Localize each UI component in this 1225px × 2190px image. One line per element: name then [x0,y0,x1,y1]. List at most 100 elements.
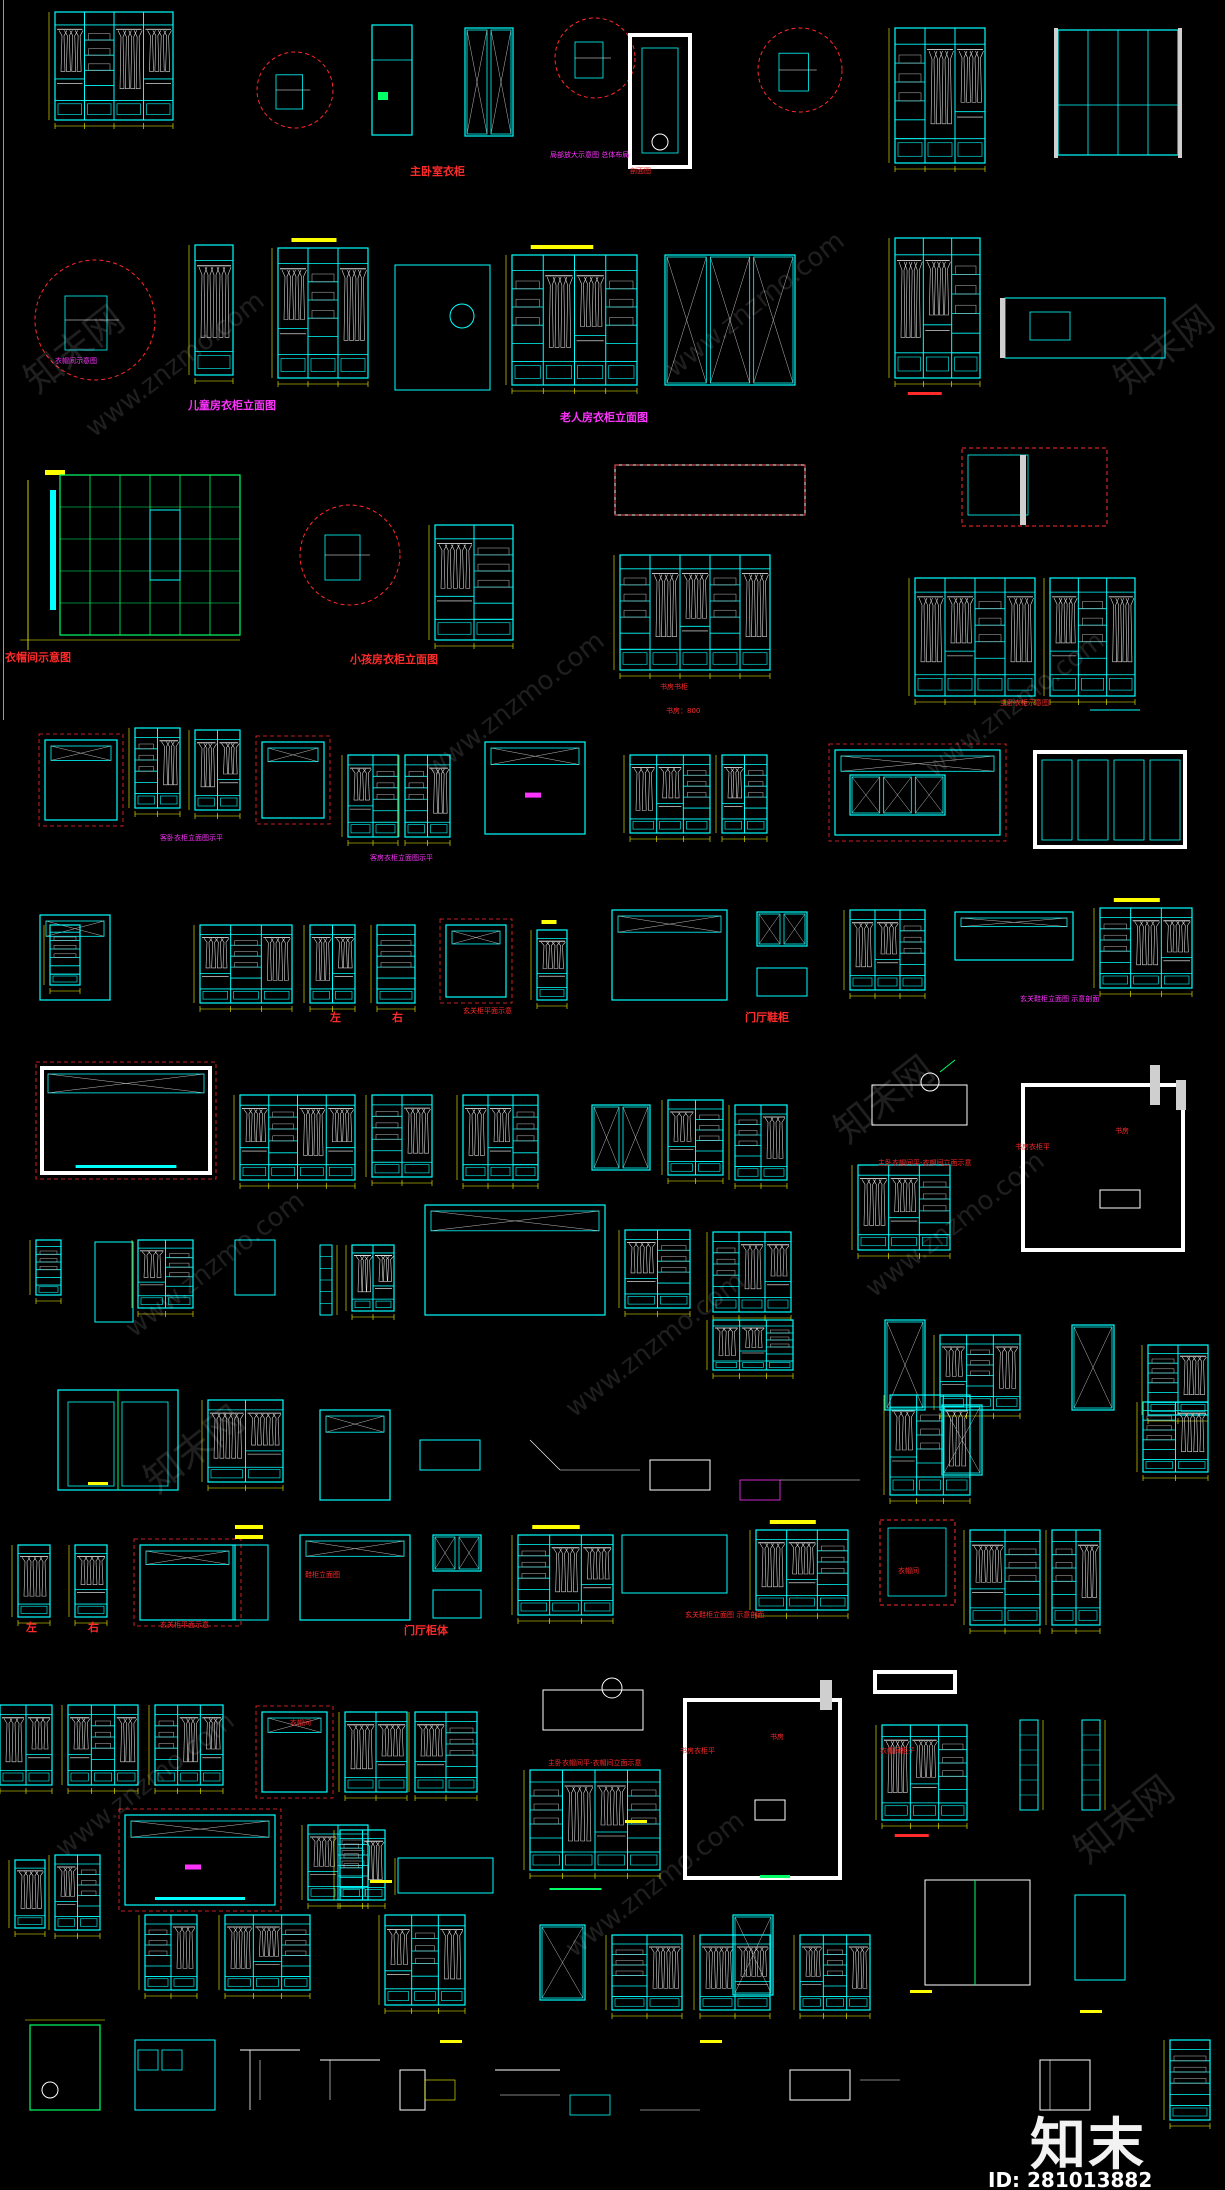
hanging-garment-icon [1053,597,1063,644]
wardrobe-drawer [280,358,306,372]
folded-item [53,945,77,950]
folded-item [920,1428,940,1436]
hanging-garment-icon [81,1718,91,1750]
hanging-garment-icon [355,1256,365,1293]
wall-hatch [1000,298,1005,358]
hanging-garment-icon [186,1927,196,1969]
hanging-garment-icon [3,1718,13,1763]
folded-item [770,1329,790,1334]
room-plan [611,909,728,1001]
basin-icon [651,133,669,151]
hanging-garment-icon [895,1741,905,1793]
hanging-garment-icon [90,1557,100,1585]
wardrobe-drawer [430,824,448,834]
wardrobe-drawer [1007,677,1033,691]
wardrobe-drawer [168,1297,191,1305]
room-plan [261,741,325,819]
door-panel [734,1916,772,1994]
hanging-garment-icon [211,1413,221,1459]
label-small-wardrobe: 小孩房衣柜立面图 [350,653,438,666]
wardrobe-drawer [897,356,921,372]
hanging-garment-icon [860,1947,870,1989]
title-bar [1113,898,1160,902]
hanging-garment-icon [39,1557,49,1597]
office-door [1077,759,1109,841]
wardrobe-frame [755,1529,849,1611]
door-panel [666,256,707,384]
folded-item [623,593,647,602]
hanging-garment-icon [472,1109,481,1156]
hanging-garment-icon [738,1947,748,1977]
cloak-plan-2 [879,1519,956,1606]
door-panel [783,913,806,945]
hanging-garment-icon [311,1109,321,1156]
wardrobe-drawer [922,1236,948,1247]
hanging-garment-icon [272,1927,281,1957]
folded-item [477,547,510,556]
folded-item [1008,1575,1037,1582]
wardrobe-frame [619,554,771,671]
section-box-4 [789,2069,851,2101]
wardrobe-drawer [404,1164,430,1174]
hanging-garment-icon [209,938,218,969]
wardrobe-drawer [312,990,330,1000]
wardrobe-drawer [972,1610,1003,1621]
label-right-note: 衣帽间柜子 [880,1747,915,1755]
folded-item [477,579,510,588]
hanging-garment-icon [292,269,302,320]
hanging-garment-icon [316,1109,326,1156]
wardrobe-drawer [660,1296,688,1305]
folded-item [148,1940,168,1946]
wardrobe-drawer [417,1779,444,1789]
folded-item [687,792,707,798]
plan-cabinet [305,1540,405,1557]
wall-hatch [1178,28,1182,158]
folded-item [955,265,977,275]
folded-item [234,940,258,946]
hanging-garment-icon [771,1543,780,1588]
folded-item [1173,2066,1207,2073]
label-master-wardrobe: 主卧室衣柜 [410,165,465,178]
hanging-garment-icon [281,269,291,320]
wardrobe-drawer [715,1362,737,1368]
hanging-garment-icon [123,1718,133,1763]
watermark-id: ID: 281013882 [988,2168,1153,2190]
folded-item [376,771,395,777]
hanging-garment-icon [358,269,367,341]
folded-item [95,1720,111,1727]
bath-inner [641,47,679,154]
label-right-1: 右 [392,1011,403,1024]
section-box-2 [424,2079,456,2101]
hanging-garment-icon [714,1947,724,1989]
hanging-garment-icon [719,1947,729,1989]
hanging-garment-icon [394,1930,404,1965]
door-panel [883,776,912,814]
hanging-garment-icon [641,1243,650,1274]
hanging-garment-icon [1145,921,1155,966]
dress-wall [967,454,1029,516]
folded-item [609,280,634,290]
hanging-garment-icon [578,276,587,327]
wardrobe-drawer [197,355,231,369]
wardrobe-drawer [2,1772,24,1782]
hanging-garment-icon [438,544,448,589]
hanging-garment-icon [204,266,214,338]
hanging-garment-icon [58,1867,68,1897]
hanging-garment-icon [801,1543,811,1575]
hanging-garment-icon [661,1947,671,1989]
fixture-icon [601,1677,623,1699]
wardrobe-drawer [227,1978,251,1987]
hanging-garment-icon [163,30,172,72]
hanging-garment-icon [436,768,445,814]
hanging-garment-icon [893,1411,903,1451]
folded-item [661,1245,687,1251]
wardrobe-drawer [891,1236,917,1247]
hanging-garment-icon [694,574,704,619]
label-purple-note-1: 客卧衣柜立面图示平 [160,834,223,842]
wardrobe-drawer [1052,677,1076,691]
hanging-garment-icon [152,30,162,72]
folded-item [449,1738,474,1745]
folded-item [942,1757,964,1764]
wardrobe-drawer [378,1779,405,1789]
hanging-garment-icon [213,1718,223,1750]
